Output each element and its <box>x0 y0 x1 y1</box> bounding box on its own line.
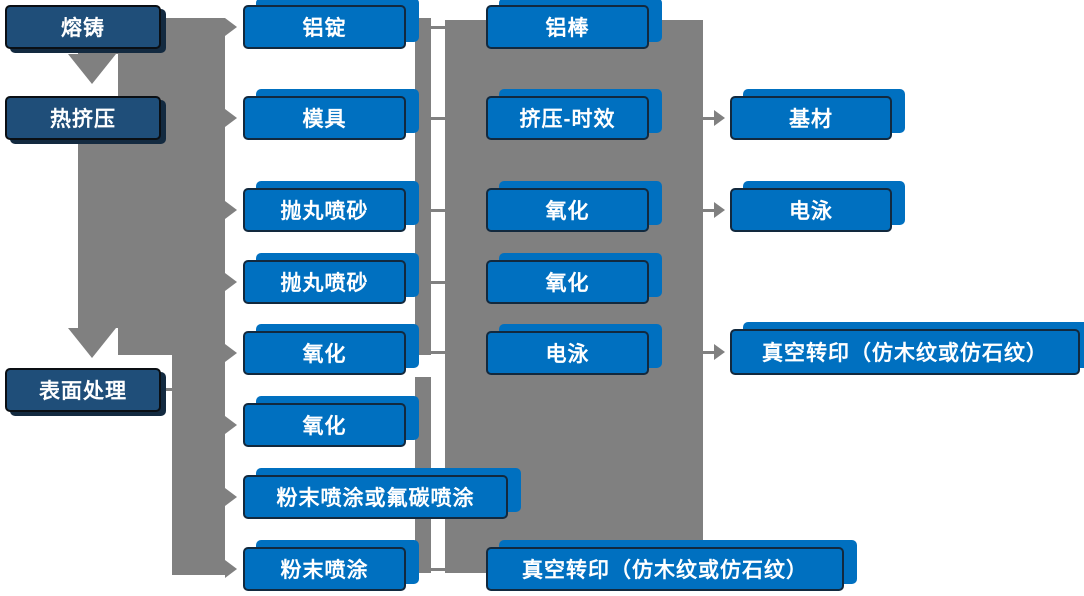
arrow-right-icon <box>225 488 237 506</box>
node-shot-blasting-2: 抛丸喷砂 <box>243 260 406 304</box>
node-hot-extrusion: 热挤压 <box>5 96 161 140</box>
connector-line <box>703 117 714 120</box>
node-surface-treatment: 表面处理 <box>5 368 161 412</box>
arrow-down-icon <box>68 328 116 358</box>
node-base-material: 基材 <box>730 96 892 140</box>
arrow-right-icon <box>714 110 725 126</box>
arrow-right-icon <box>225 416 237 434</box>
node-powder-or-fluorocarbon-coating: 粉末喷涂或氟碳喷涂 <box>243 475 508 519</box>
arrow-right-icon <box>714 344 725 360</box>
node-aluminum-ingot: 铝锭 <box>243 5 406 49</box>
node-oxidation-1: 氧化 <box>243 331 406 375</box>
node-melt-casting: 熔铸 <box>5 5 161 49</box>
arrow-right-icon <box>225 201 237 219</box>
node-electrophoresis-2: 电泳 <box>730 188 892 232</box>
node-oxidation-4: 氧化 <box>486 260 649 304</box>
node-oxidation-2: 氧化 <box>243 403 406 447</box>
node-powder-coating: 粉末喷涂 <box>243 547 406 591</box>
connector-line <box>703 351 714 354</box>
node-electrophoresis-1: 电泳 <box>486 331 649 375</box>
arrow-down-icon <box>68 54 116 84</box>
left-flow-band-lower <box>172 355 225 575</box>
node-die-mold: 模具 <box>243 96 406 140</box>
node-vacuum-transfer-1: 真空转印（仿木纹或仿石纹） <box>486 547 844 591</box>
arrow-right-icon <box>714 202 725 218</box>
arrow-right-icon <box>225 273 237 291</box>
connector-line <box>431 26 445 29</box>
arrow-right-icon <box>225 18 237 36</box>
connector-line <box>431 281 445 284</box>
connector-line <box>431 117 445 120</box>
connector-line <box>703 209 714 212</box>
connector-line <box>431 351 445 354</box>
connector-line <box>431 568 445 571</box>
connector-line <box>159 388 174 391</box>
node-vacuum-transfer-2: 真空转印（仿木纹或仿石纹） <box>730 329 1080 375</box>
merge-bar-upper <box>415 18 431 355</box>
node-shot-blasting-1: 抛丸喷砂 <box>243 188 406 232</box>
connector-line <box>431 209 445 212</box>
node-aluminum-rod: 铝棒 <box>486 5 649 49</box>
node-oxidation-3: 氧化 <box>486 188 649 232</box>
node-extrusion-aging: 挤压-时效 <box>486 96 649 140</box>
arrow-right-icon <box>225 109 237 127</box>
arrow-right-icon <box>225 344 237 362</box>
arrow-right-icon <box>225 560 237 578</box>
